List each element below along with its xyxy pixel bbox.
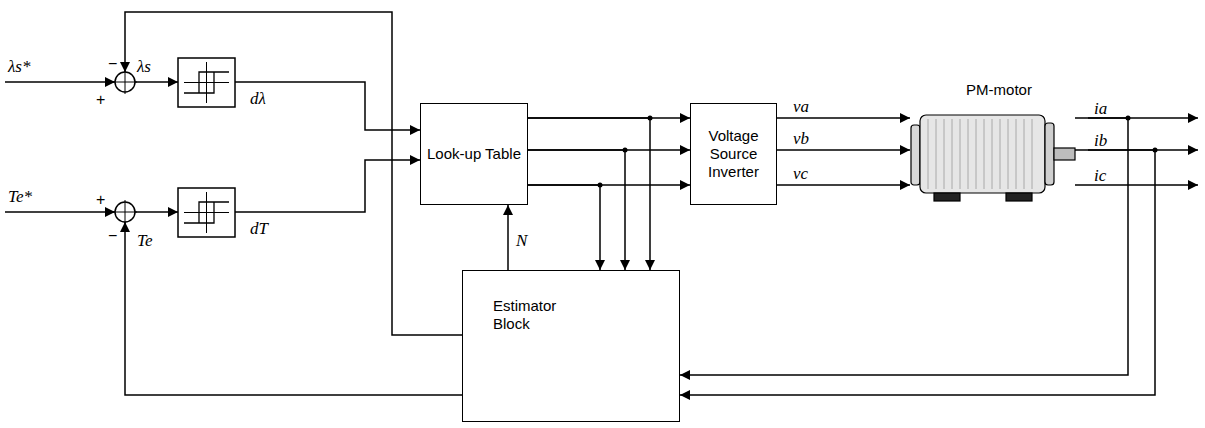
- signal-label: dT: [250, 220, 268, 237]
- signal-line: [5, 211, 115, 213]
- signal-label: va: [793, 98, 809, 115]
- block-label: Look-up Table: [427, 145, 521, 163]
- feedback-line: [125, 222, 462, 395]
- lookup-table-box: Look-up Table: [420, 103, 528, 205]
- hysteresis-box: [178, 188, 235, 237]
- signal-label: Te*: [8, 188, 32, 205]
- signal-label: ib: [1094, 132, 1107, 149]
- signal-label: dλ: [250, 90, 266, 107]
- signal-label: ic: [1094, 167, 1106, 184]
- sign-label: −: [108, 228, 117, 244]
- signal-arrow: [680, 118, 1128, 375]
- hysteresis-box: [178, 58, 235, 107]
- inverter-box: Voltage Source Inverter: [690, 103, 777, 205]
- signal-line: [135, 211, 178, 213]
- signal-label: λs*: [8, 58, 30, 75]
- hysteresis-axes: [184, 62, 229, 103]
- sign-label: +: [96, 192, 105, 208]
- signal-arrow: [528, 185, 600, 270]
- summing-cross: [113, 200, 137, 224]
- signal-arrow: [528, 118, 650, 270]
- block-label: Voltage Source Inverter: [697, 127, 770, 181]
- signal-arrow: [777, 117, 910, 119]
- signal-arrow: [507, 205, 509, 270]
- summing-cross: [113, 70, 137, 94]
- signal-arrow: [777, 184, 910, 186]
- signal-label: ia: [1094, 100, 1107, 117]
- block-label: Estimator Block: [493, 297, 573, 333]
- feedback-line: [125, 12, 462, 335]
- signal-label: vb: [793, 130, 809, 147]
- hysteresis-axes: [184, 192, 229, 233]
- signal-label: N: [516, 232, 527, 249]
- motor-illustration: [910, 103, 1088, 205]
- motor-figure: PM-motor: [910, 103, 1088, 205]
- signal-arrow: [777, 149, 910, 151]
- estimator-box: Estimator Block: [462, 270, 680, 422]
- signal-line: [135, 81, 178, 83]
- signal-label: λs: [137, 58, 151, 75]
- signal-line: [235, 160, 420, 212]
- motor-heading: PM-motor: [910, 81, 1088, 99]
- signal-arrow: [528, 150, 625, 270]
- sign-label: +: [96, 92, 105, 108]
- sign-label: −: [108, 56, 117, 72]
- hysteresis-curve: [184, 202, 229, 223]
- output-line: [1075, 184, 1198, 186]
- hysteresis-curve: [184, 72, 229, 93]
- signal-line: [5, 81, 115, 83]
- signal-label: vc: [793, 165, 808, 182]
- signal-label: Te: [137, 232, 152, 249]
